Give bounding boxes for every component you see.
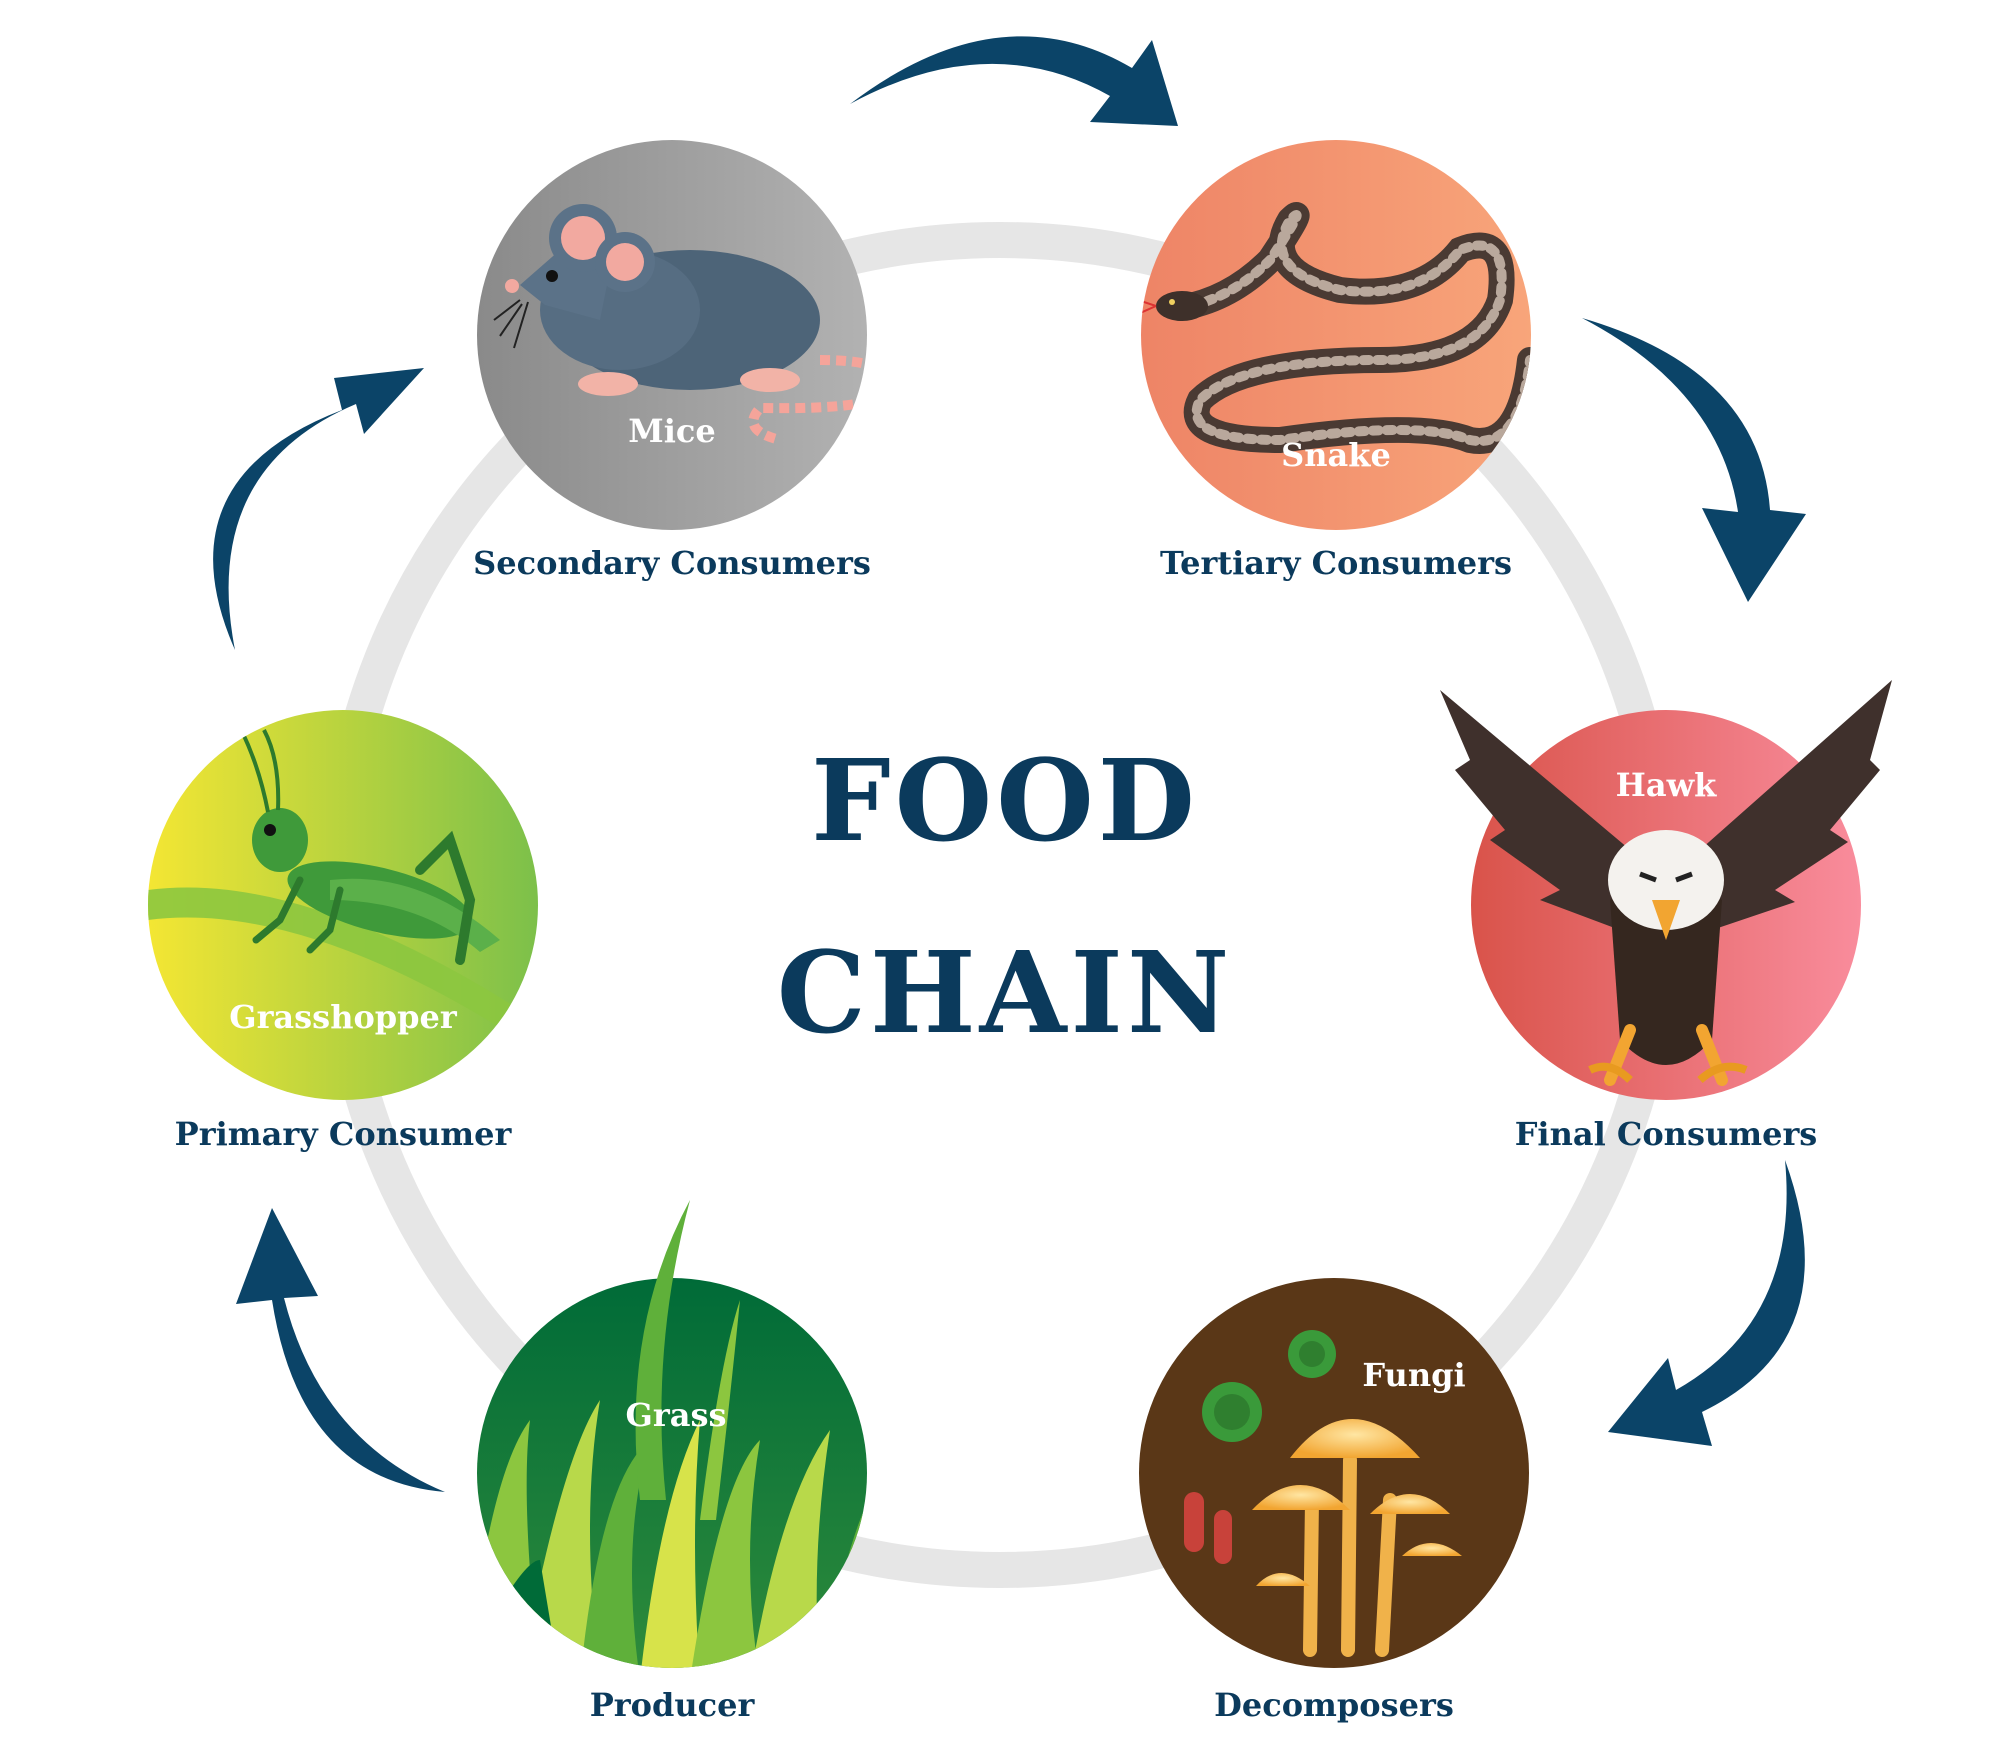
node-label-hawk: Hawk xyxy=(1616,766,1718,804)
snake-icon xyxy=(1141,202,1531,454)
caption-secondary-consumers: Secondary Consumers xyxy=(473,544,871,582)
node-label-grasshopper: Grasshopper xyxy=(229,998,458,1036)
grasshopper-icon xyxy=(148,719,520,1040)
caption-tertiary-consumers: Tertiary Consumers xyxy=(1160,544,1512,582)
node-label-mice: Mice xyxy=(628,412,715,450)
title-line-1: FOOD xyxy=(811,736,1199,867)
cycle-arrow-icon xyxy=(850,36,1178,126)
cycle-arrow-icon xyxy=(236,1208,445,1492)
mouse-icon xyxy=(493,204,867,445)
node-label-snake: Snake xyxy=(1281,436,1391,474)
cycle-arrow-icon xyxy=(1608,1160,1805,1446)
caption-decomposers: Decomposers xyxy=(1214,1686,1454,1724)
caption-final-consumers: Final Consumers xyxy=(1515,1115,1818,1153)
title-line-2: CHAIN xyxy=(777,928,1234,1059)
node-grasshopper: Grasshopper xyxy=(148,710,538,1100)
node-label-grass: Grass xyxy=(626,1396,727,1434)
hawk-icon xyxy=(1440,680,1892,1086)
node-mice: Mice xyxy=(477,140,867,530)
node-hawk: Hawk xyxy=(1440,680,1892,1100)
fungi-icon xyxy=(1184,1330,1462,1657)
caption-primary-consumer: Primary Consumer xyxy=(175,1115,513,1153)
node-label-fungi: Fungi xyxy=(1362,1356,1465,1394)
cycle-arrow-icon xyxy=(1582,318,1806,602)
caption-producer: Producer xyxy=(590,1686,756,1724)
node-snake: Snake xyxy=(1141,140,1531,530)
node-grass: Grass xyxy=(477,1200,867,1668)
node-fungi: Fungi xyxy=(1139,1278,1529,1668)
